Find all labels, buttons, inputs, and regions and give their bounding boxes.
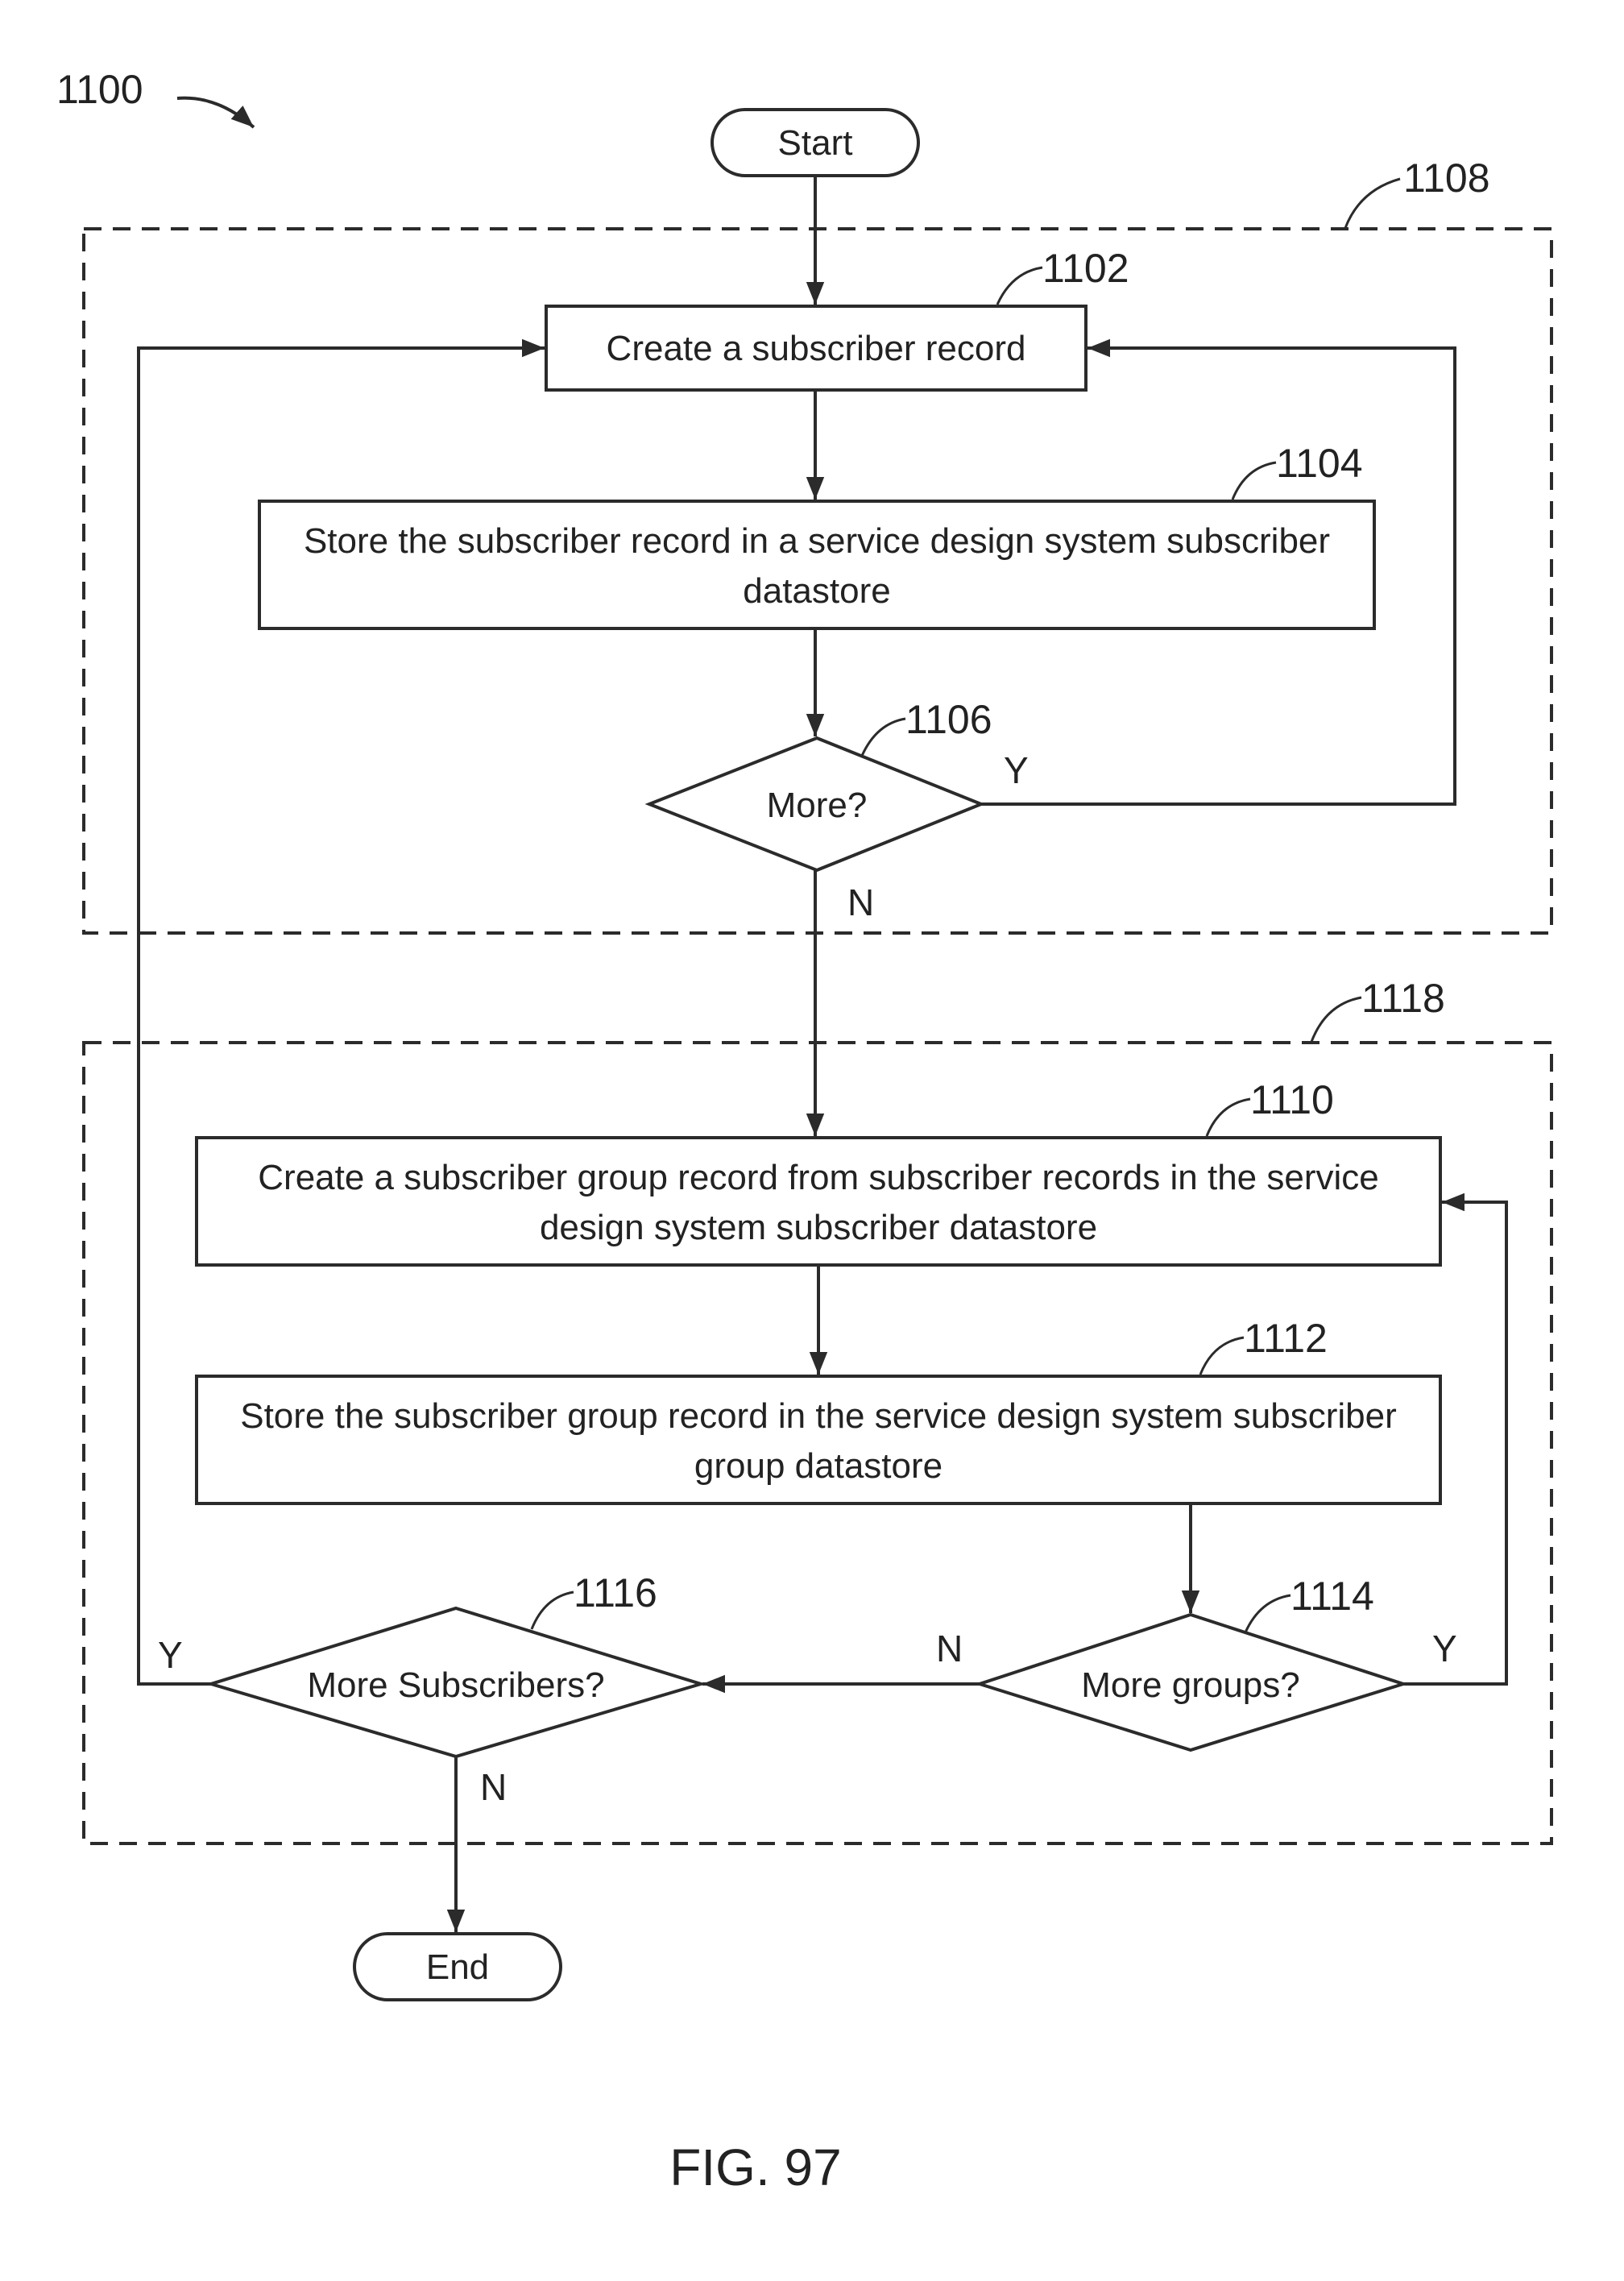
step-1110-text-line1: Create a subscriber group record from su…	[258, 1158, 1378, 1197]
figure-caption: FIG. 97	[669, 2138, 841, 2196]
step-1104-text-line1: Store the subscriber record in a service…	[304, 521, 1330, 561]
step-1104-leader	[1232, 462, 1276, 500]
step-1102-ref: 1102	[1042, 246, 1129, 291]
step-1112-text-line1: Store the subscriber group record in the…	[240, 1396, 1397, 1436]
step-1110-text-line2: design system subscriber datastore	[540, 1208, 1097, 1247]
step-1110-ref: 1110	[1250, 1077, 1334, 1122]
decision-1114-ref: 1114	[1290, 1574, 1374, 1619]
step-1112-text-line2: group datastore	[694, 1446, 942, 1486]
decision-1116-ref: 1116	[574, 1570, 657, 1615]
step-1102-leader	[997, 267, 1042, 305]
figure-ref-arrow	[177, 98, 254, 127]
decision-1116-no: N	[480, 1766, 507, 1808]
group-1108-leader	[1345, 179, 1400, 228]
start-label: Start	[778, 123, 853, 163]
end-label: End	[426, 1947, 489, 1987]
decision-1114-leader	[1245, 1595, 1290, 1632]
decision-1106-yes: Y	[1004, 749, 1029, 791]
group-1108-ref: 1108	[1403, 156, 1490, 201]
decision-1114-no: N	[936, 1628, 963, 1669]
step-1104-text-line2: datastore	[743, 571, 890, 611]
decision-1116-text: More Subscribers?	[307, 1665, 604, 1705]
step-1112-leader	[1200, 1337, 1244, 1375]
decision-1114-text: More groups?	[1081, 1665, 1299, 1705]
step-1104-ref: 1104	[1276, 441, 1363, 486]
figure-ref-label: 1100	[56, 67, 143, 112]
decision-1116-leader	[532, 1592, 574, 1629]
decision-1106-no: N	[847, 881, 874, 923]
step-1112-ref: 1112	[1244, 1316, 1328, 1361]
decision-1114-yes: Y	[1432, 1628, 1457, 1669]
decision-1106-leader	[862, 719, 905, 756]
decision-1116-yes: Y	[158, 1634, 183, 1676]
decision-1106-text: More?	[767, 786, 868, 825]
step-1110-leader	[1207, 1099, 1250, 1136]
group-1118-leader	[1311, 997, 1361, 1042]
step-1102-text: Create a subscriber record	[607, 329, 1026, 368]
decision-1106-ref: 1106	[905, 697, 992, 742]
group-1118-ref: 1118	[1361, 976, 1445, 1021]
